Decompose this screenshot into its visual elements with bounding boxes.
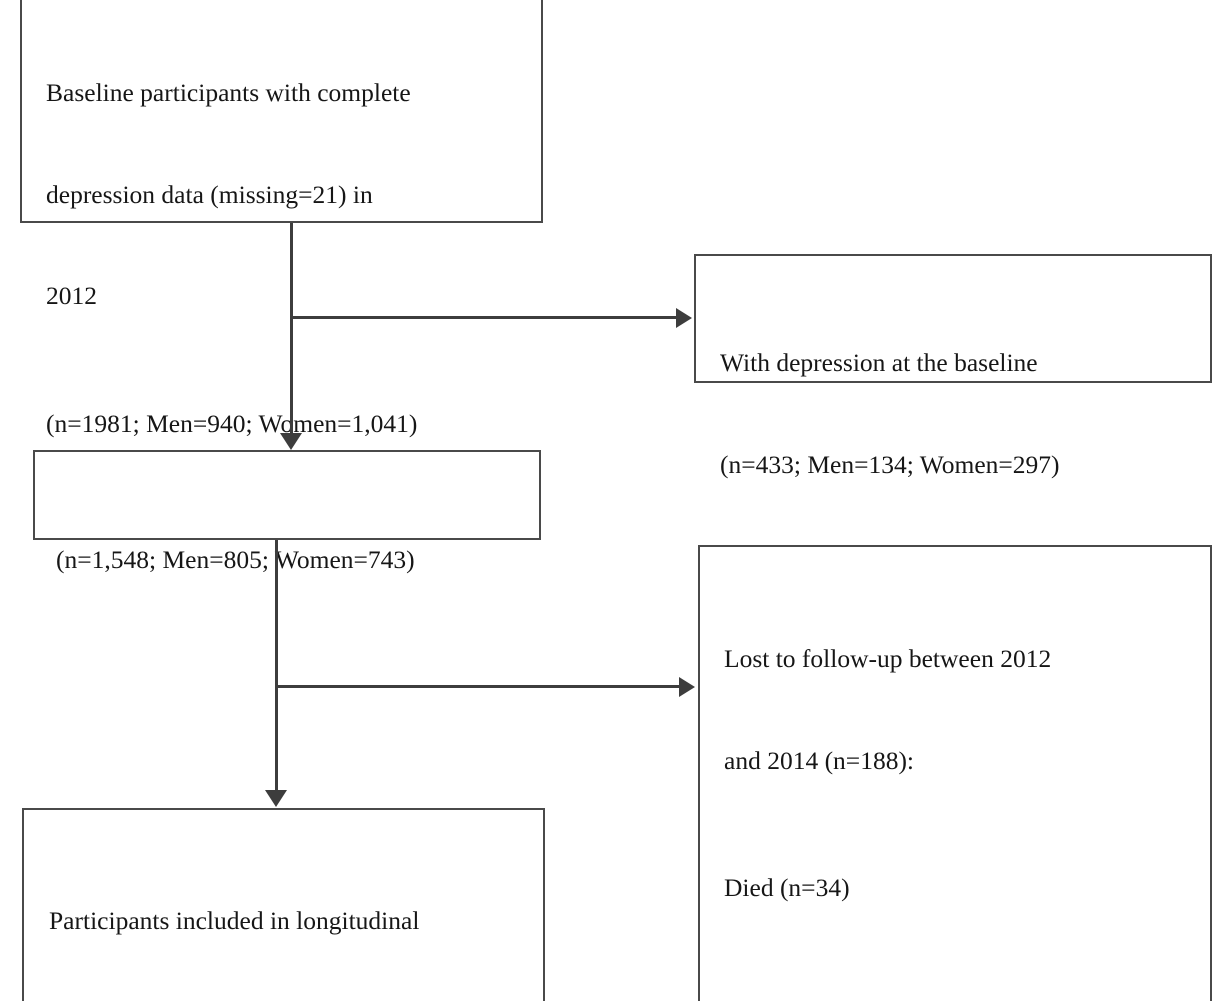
depression-text-block: With depression at the baseline (n=433; … [720, 278, 1210, 549]
connector-baseline-to-depression-arrow [676, 308, 692, 328]
eligible-counts: (n=1,548; Men=805; Women=743) [56, 544, 415, 574]
lost-followup-text-block: Lost to follow-up between 2012 and 2014 … [724, 574, 1210, 1001]
included-text-block: Participants included in longitudinal an… [49, 836, 543, 1001]
node-participants-included: Participants included in longitudinal an… [22, 808, 545, 1001]
eligible-text-block: (n=1,548; Men=805; Women=743) [56, 475, 539, 645]
baseline-line-3: 2012 [46, 281, 97, 311]
baseline-line-1: Baseline participants with complete [46, 77, 411, 107]
connector-baseline-to-eligible-line [290, 223, 293, 435]
included-line-1: Participants included in longitudinal [49, 905, 420, 935]
node-eligible-cohort: (n=1,548; Men=805; Women=743) [33, 450, 541, 574]
node-with-depression-at-baseline: With depression at the baseline (n=433; … [694, 254, 1212, 479]
lost-followup-reason-died: Died (n=34) [724, 873, 850, 903]
connector-eligible-to-included-arrow [265, 790, 287, 807]
baseline-line-2: depression data (missing=21) in [46, 179, 373, 209]
connector-baseline-to-depression-line [290, 316, 678, 319]
connector-eligible-to-lostfollowup-arrow [679, 677, 695, 697]
baseline-text-block: Baseline participants with complete depr… [46, 8, 541, 509]
connector-eligible-to-lostfollowup-line [275, 685, 681, 688]
node-lost-to-follow-up: Lost to follow-up between 2012 and 2014 … [698, 545, 1212, 1001]
depression-line-1: With depression at the baseline [720, 347, 1038, 377]
lost-followup-line-1: Lost to follow-up between 2012 [724, 643, 1052, 673]
lost-followup-line-2: and 2014 (n=188): [724, 745, 915, 775]
connector-eligible-to-included-line [275, 540, 278, 792]
connector-baseline-to-eligible-arrow [280, 433, 302, 450]
depression-counts: (n=433; Men=134; Women=297) [720, 449, 1060, 479]
node-baseline-participants: Baseline participants with complete depr… [20, 0, 543, 438]
